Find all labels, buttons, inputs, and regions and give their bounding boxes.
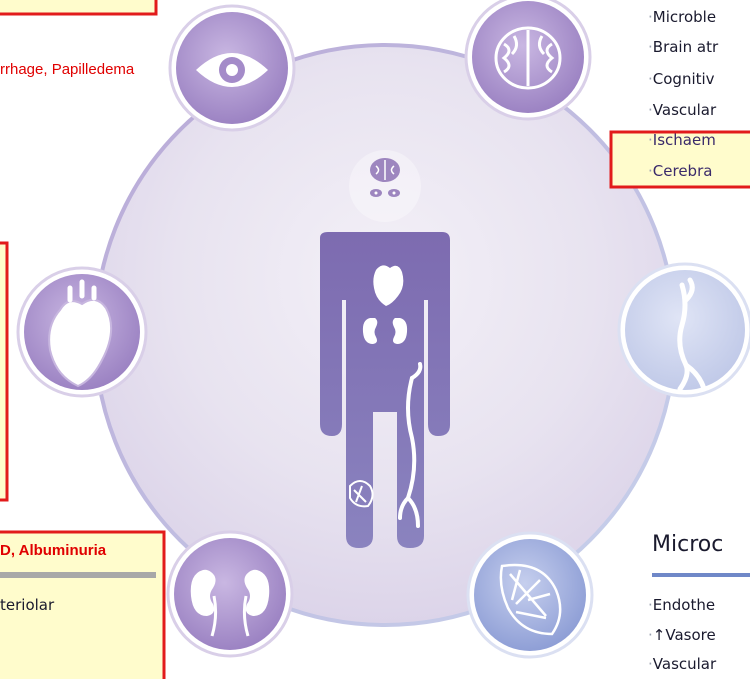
brain-item-1: Microble xyxy=(648,10,716,25)
brain-item-cerebral: Cerebra xyxy=(648,164,712,179)
vessel-node[interactable] xyxy=(619,264,750,396)
microcirculation-item-2: ↑Vasore xyxy=(648,628,716,643)
microcirculation-item-3: Vascular xyxy=(648,657,716,672)
head-brain-eyes-icon xyxy=(349,150,421,222)
microcirculation-divider xyxy=(652,573,750,577)
microcirculation-node[interactable] xyxy=(468,533,592,657)
brain-node[interactable] xyxy=(466,0,590,119)
brain-item-3: Cognitiv xyxy=(648,72,715,87)
microcirculation-heading: Microc xyxy=(652,532,723,557)
kidney-node[interactable] xyxy=(168,532,292,656)
bottom-left-divider xyxy=(0,572,156,578)
left-redbox xyxy=(0,243,7,500)
eye-node[interactable] xyxy=(170,6,294,130)
kidney-item-fragment: teriolar xyxy=(0,596,54,614)
brain-item-ischaemic: Ischaem xyxy=(648,133,716,148)
brain-item-2: Brain atr xyxy=(648,40,718,55)
kidney-findings-text: D, Albuminuria xyxy=(0,542,106,559)
eye-findings-text: rrhage, Papilledema xyxy=(0,61,134,78)
microcirculation-item-1: Endothe xyxy=(648,598,715,613)
brain-icon xyxy=(496,28,560,88)
brain-item-4: Vascular xyxy=(648,103,716,118)
top-left-redbox xyxy=(0,0,156,14)
heart-node[interactable] xyxy=(18,268,146,396)
